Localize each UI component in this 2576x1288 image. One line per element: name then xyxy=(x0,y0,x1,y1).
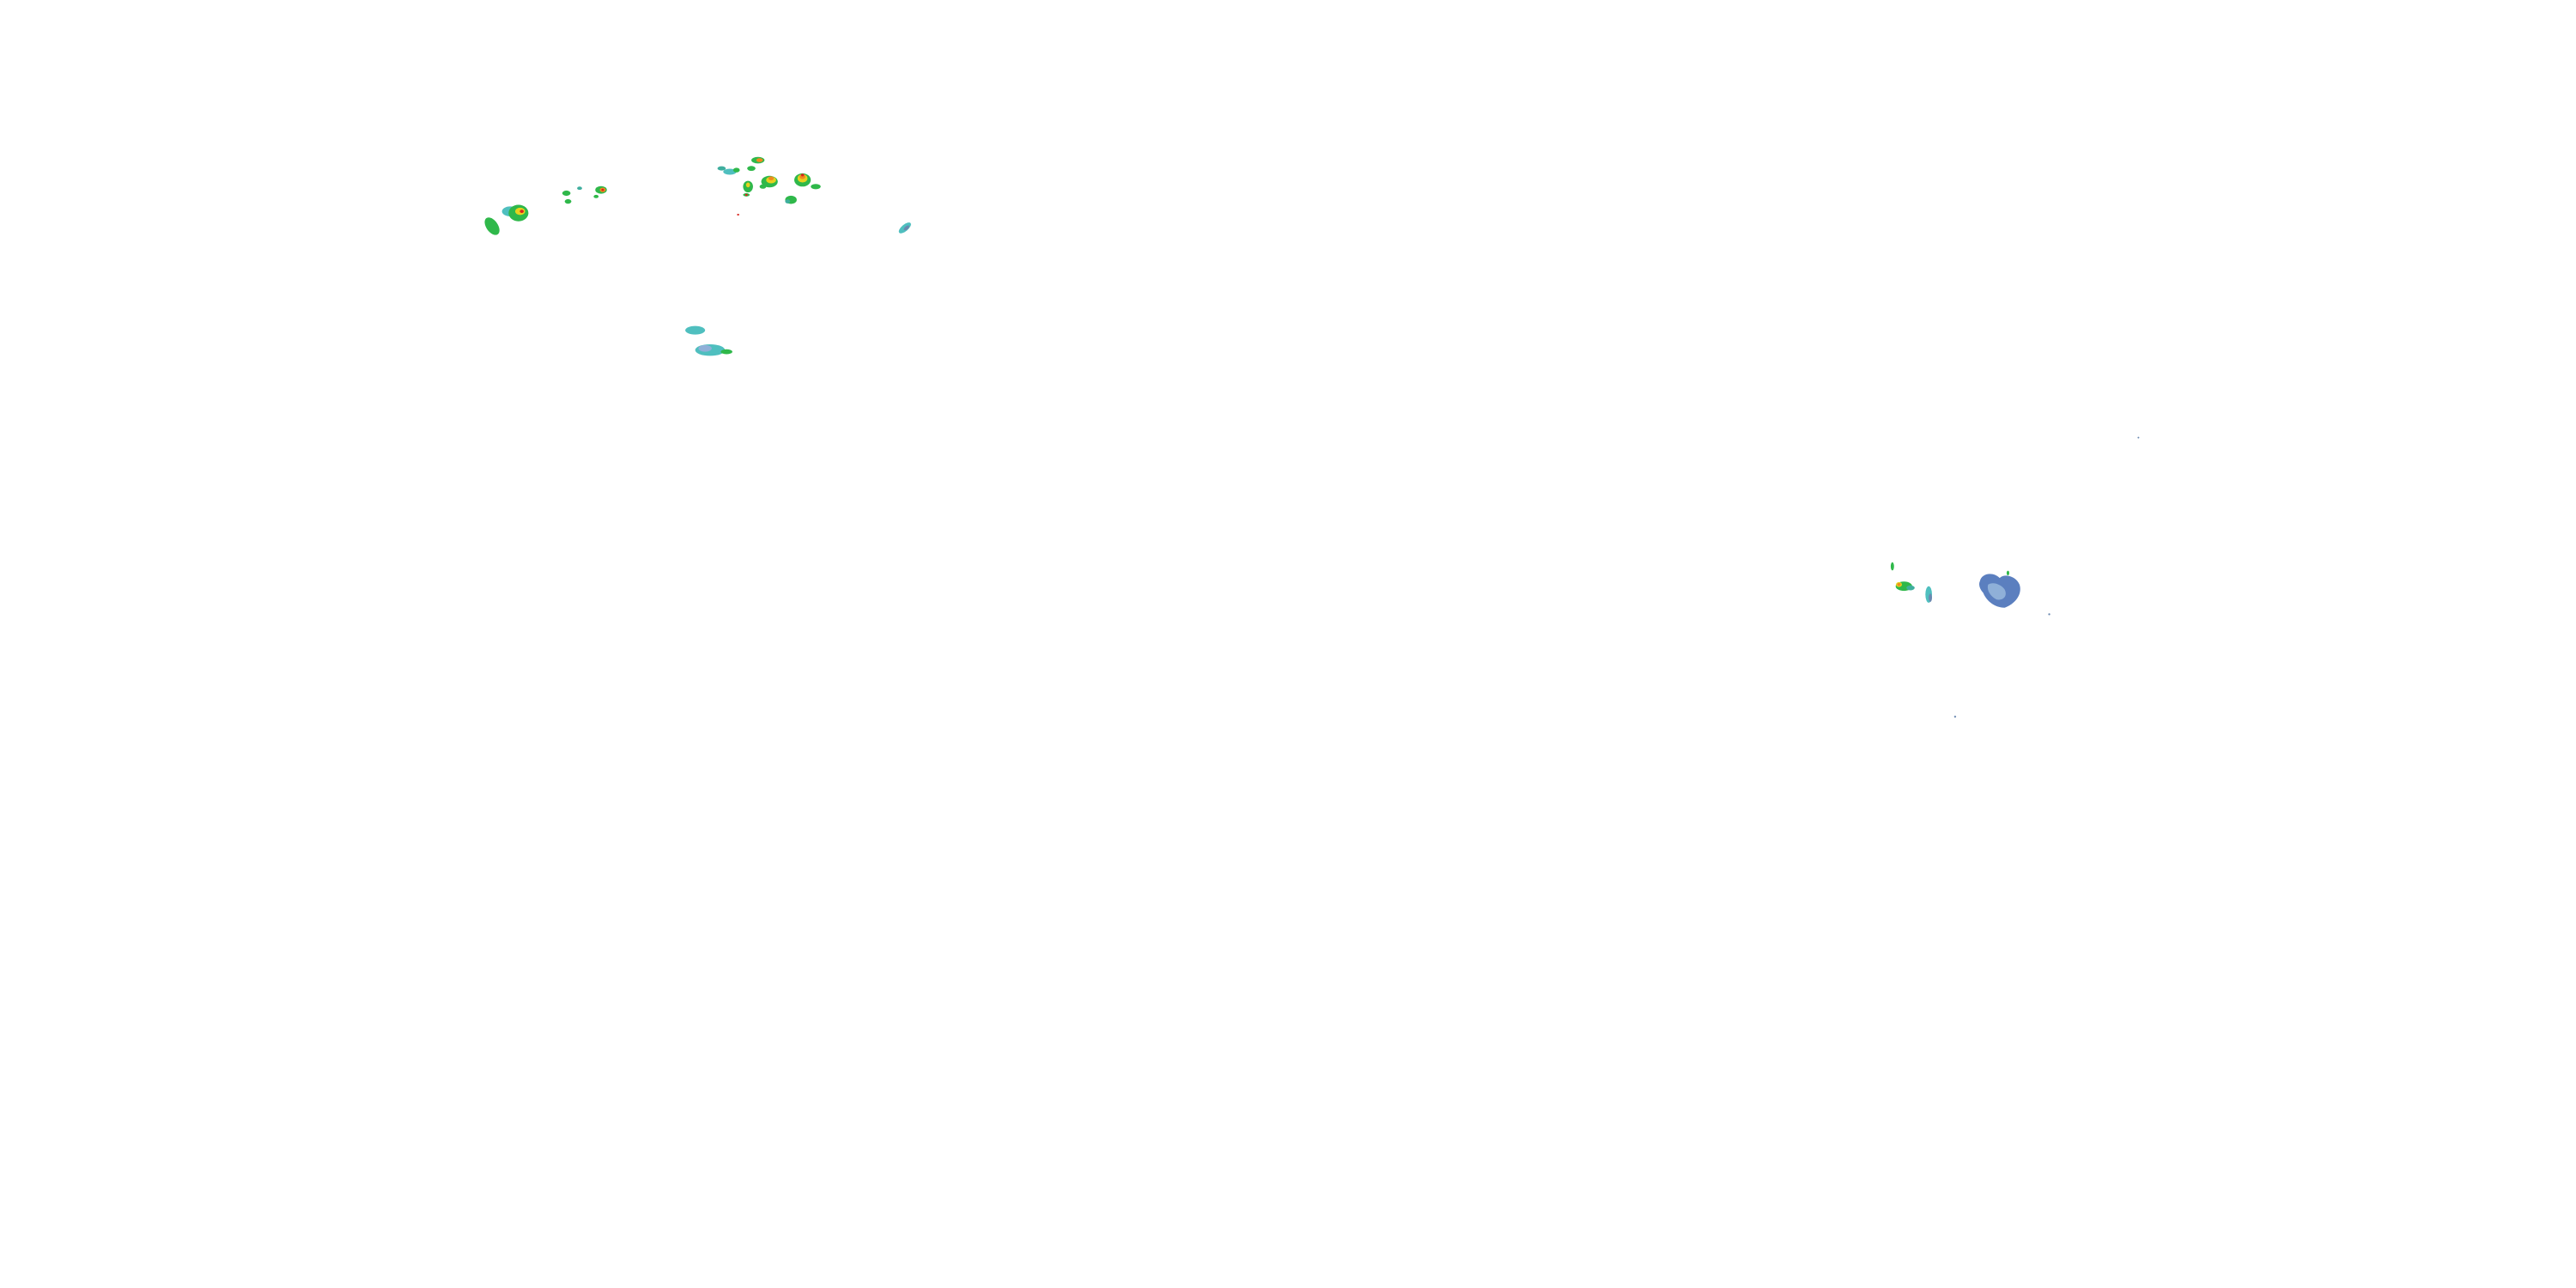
radar-echo xyxy=(745,182,750,188)
radar-echo xyxy=(811,184,821,190)
radar-echo xyxy=(800,173,805,177)
radar-echo xyxy=(744,193,748,197)
radar-echo xyxy=(698,344,712,352)
radar-echo xyxy=(484,217,500,235)
radar-echo xyxy=(685,325,706,335)
radar-echo xyxy=(564,198,572,204)
radar-echo xyxy=(1897,583,1901,586)
radar-echo xyxy=(562,190,571,197)
radar-echo xyxy=(577,186,582,191)
radar-echo xyxy=(785,199,791,204)
radar-echo xyxy=(1987,583,2006,600)
radar-echo xyxy=(1890,562,1894,571)
radar-echo xyxy=(737,214,739,216)
radar-echo xyxy=(799,173,806,179)
radar-echo-cluster-west-central xyxy=(685,325,732,356)
radar-echo xyxy=(519,210,524,214)
radar-echo xyxy=(1906,585,1915,591)
radar-echo xyxy=(1953,715,1957,718)
radar-echo-cluster-northwest xyxy=(484,156,911,235)
radar-echo xyxy=(1929,593,1932,602)
radar-echo xyxy=(720,349,732,355)
radar-echo xyxy=(2137,436,2140,439)
radar-echo xyxy=(732,167,740,173)
radar-echo xyxy=(717,166,726,171)
radar-echo xyxy=(2006,570,2009,575)
radar-echo xyxy=(2048,613,2050,616)
radar-echo xyxy=(747,166,756,172)
radar-echo xyxy=(756,158,763,162)
radar-echo xyxy=(903,225,909,231)
radar-echo xyxy=(759,184,767,189)
radar-echo xyxy=(593,194,599,198)
radar-echo xyxy=(769,176,775,181)
radar-echo-cluster-east-central xyxy=(1890,436,2140,718)
radar-echo xyxy=(601,188,605,191)
radar-echo xyxy=(723,168,737,175)
